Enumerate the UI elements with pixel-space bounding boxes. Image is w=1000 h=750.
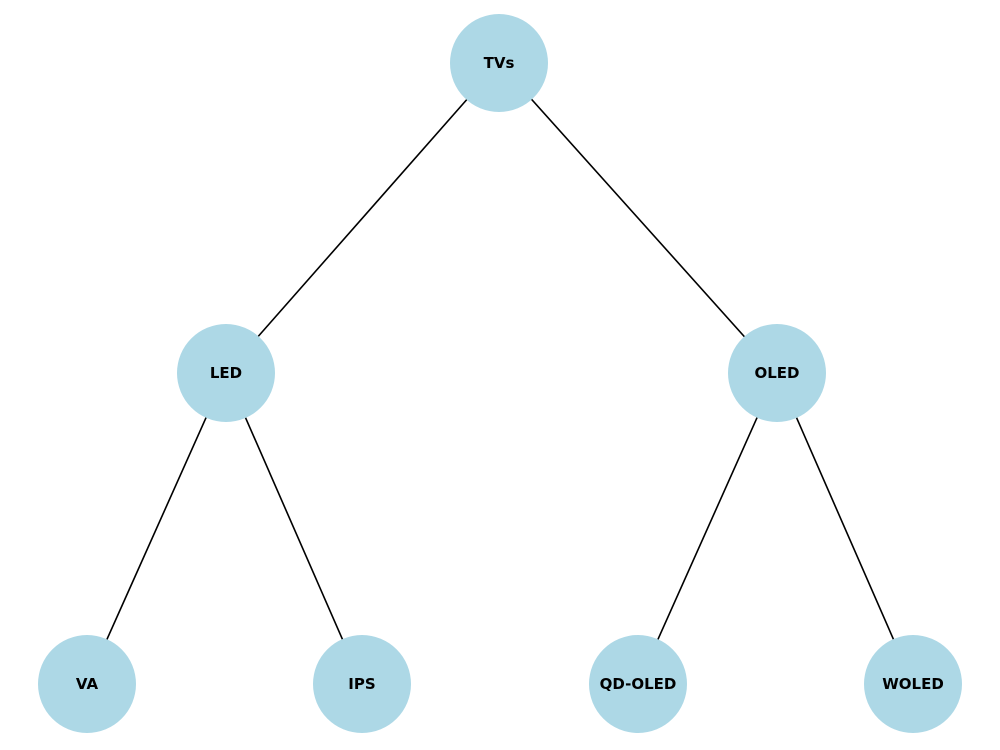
edge-tvs-oled — [498, 62, 778, 374]
node-label-va: VA — [76, 675, 99, 693]
node-label-qd_oled: QD-OLED — [600, 675, 677, 693]
node-ips: IPS — [313, 635, 411, 733]
node-woled: WOLED — [864, 635, 962, 733]
node-circle-led — [177, 324, 275, 422]
node-circle-woled — [864, 635, 962, 733]
node-circle-qd_oled — [589, 635, 687, 733]
edge-oled-qd_oled — [637, 372, 778, 685]
node-label-woled: WOLED — [882, 675, 944, 693]
edges-layer — [86, 62, 914, 685]
edge-tvs-led — [225, 62, 500, 374]
node-led: LED — [177, 324, 275, 422]
node-qd_oled: QD-OLED — [589, 635, 687, 733]
node-circle-ips — [313, 635, 411, 733]
node-label-oled: OLED — [754, 364, 799, 382]
node-circle-oled — [728, 324, 826, 422]
node-circle-va — [38, 635, 136, 733]
edge-led-va — [86, 372, 227, 685]
node-label-tvs: TVs — [484, 54, 515, 72]
node-circle-tvs — [450, 14, 548, 112]
edge-oled-woled — [776, 372, 914, 685]
node-oled: OLED — [728, 324, 826, 422]
node-label-led: LED — [210, 364, 242, 382]
node-tvs: TVs — [450, 14, 548, 112]
edge-led-ips — [225, 372, 363, 685]
node-va: VA — [38, 635, 136, 733]
node-label-ips: IPS — [348, 675, 375, 693]
